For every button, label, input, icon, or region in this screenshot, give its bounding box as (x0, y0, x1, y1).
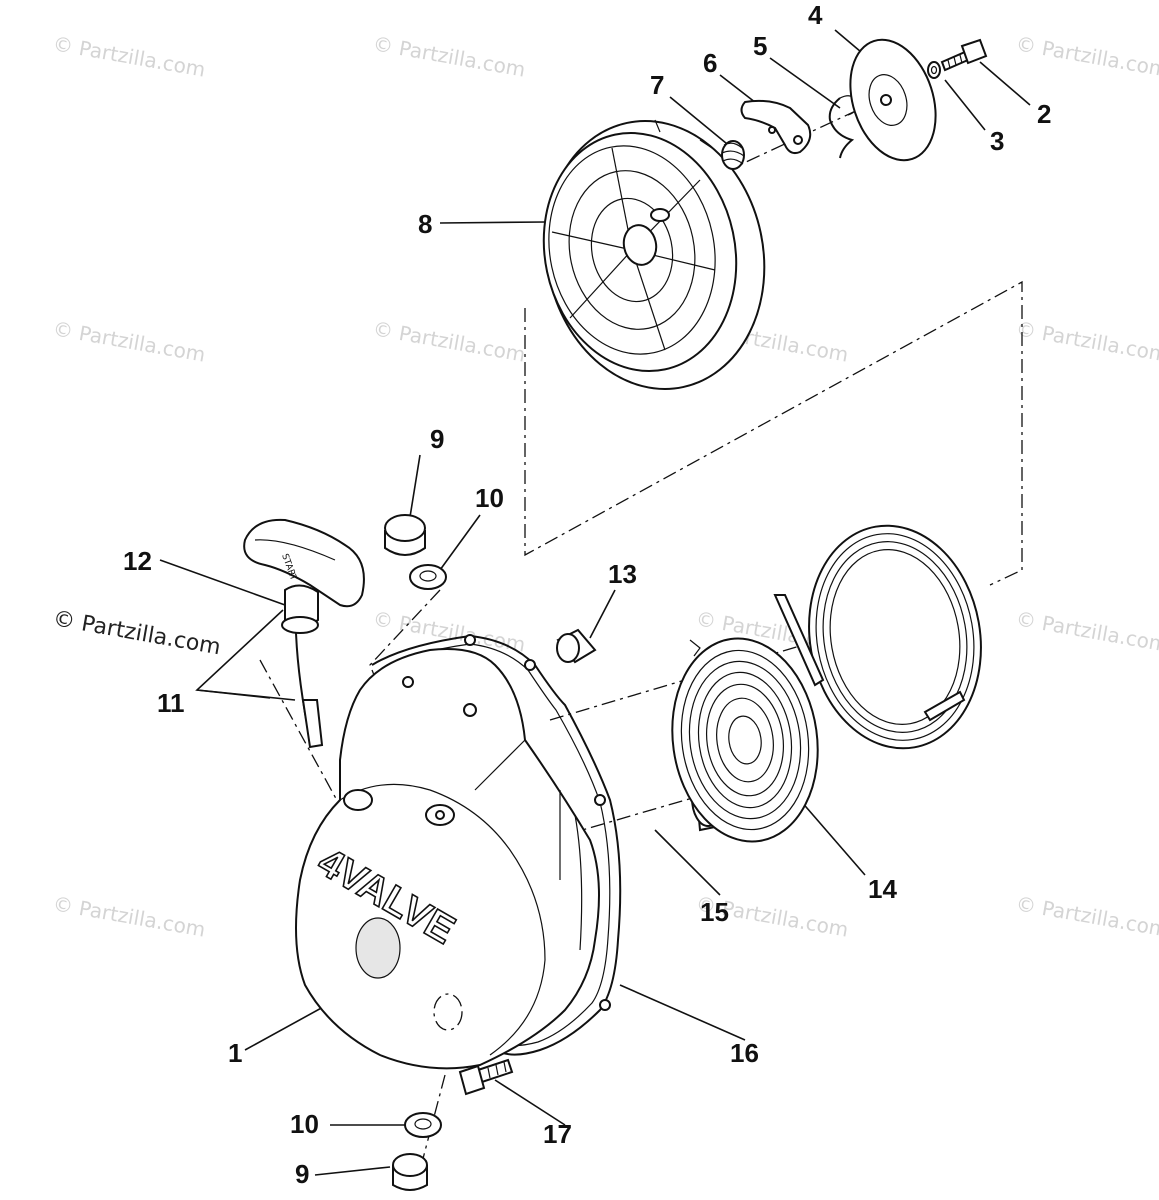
watermark: © Partzilla.com (51, 316, 207, 366)
watermark: © Partzilla.com (371, 31, 527, 81)
callout-4: 4 (808, 0, 823, 30)
callout-11: 11 (157, 688, 185, 718)
bolt-small (940, 38, 988, 72)
callout-13: 13 (608, 559, 637, 589)
washer-bottom (404, 1112, 442, 1138)
callout-8: 8 (418, 209, 432, 239)
callout-10-bottom: 10 (290, 1109, 319, 1139)
callout-6: 6 (703, 48, 717, 78)
starter-cover: 4VALVE (295, 648, 600, 1070)
watermark: © Partzilla.com (1014, 891, 1159, 941)
ratchet-plate (849, 38, 937, 162)
callout-3: 3 (990, 126, 1004, 156)
callout-17: 17 (543, 1119, 572, 1149)
callout-5: 5 (753, 31, 767, 61)
watermark: © Partzilla.com (1014, 606, 1159, 656)
washer-top (409, 564, 447, 590)
callout-1: 1 (228, 1038, 242, 1068)
callout-10-top: 10 (475, 483, 504, 513)
callout-9-top: 9 (430, 424, 444, 454)
watermark: © Partzilla.com (1014, 31, 1159, 81)
watermark: © Partzilla.com (51, 31, 207, 81)
callout-labels: 1 2 3 4 5 6 7 8 9 9 10 10 11 12 13 14 15… (123, 0, 1051, 1189)
plug-bottom (392, 1153, 428, 1191)
rope-coil (773, 524, 982, 750)
watermark-dark: © Partzilla.com (51, 606, 223, 660)
starter-handle: START (243, 518, 365, 634)
callout-12: 12 (123, 546, 152, 576)
callout-9-bottom: 9 (295, 1159, 309, 1189)
callout-15: 15 (700, 897, 729, 927)
pawl (740, 99, 812, 155)
bushing-small (556, 628, 597, 664)
plug-cap-top (384, 514, 426, 556)
washer-small (927, 61, 941, 79)
gasket (371, 634, 622, 1056)
callout-2: 2 (1037, 99, 1051, 129)
pulley (542, 119, 766, 390)
watermark: © Partzilla.com (1014, 316, 1159, 366)
pawl-spring (721, 140, 745, 170)
cover-bolt (458, 1058, 514, 1096)
callout-7: 7 (650, 70, 664, 100)
watermark: © Partzilla.com (371, 316, 527, 366)
callout-16: 16 (730, 1038, 759, 1068)
watermark: © Partzilla.com (51, 891, 207, 941)
callout-14: 14 (868, 874, 897, 904)
starter-rope (295, 632, 324, 749)
recoil-spring (671, 637, 819, 843)
